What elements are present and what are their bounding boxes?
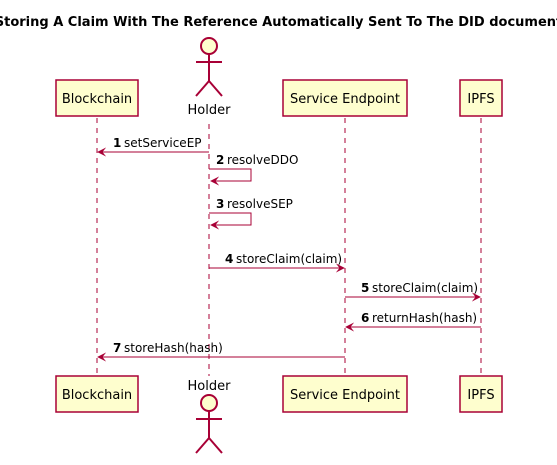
message-number: 7 (113, 341, 121, 355)
participant-box (55, 375, 139, 413)
lifelines (96, 118, 482, 376)
participant-box (282, 79, 408, 117)
message-number: 4 (225, 252, 233, 266)
actor-holder-top: Holder (188, 37, 232, 118)
actor-figure-icon (195, 37, 223, 97)
message-label: storeClaim(claim) (236, 252, 342, 266)
participant-bc-bottom: Blockchain (55, 375, 139, 413)
message-number: 3 (216, 197, 224, 211)
self-message-arrow (209, 212, 252, 230)
participants: BlockchainBlockchainHolderHolderService … (55, 37, 503, 454)
actor-figure-icon (195, 394, 223, 454)
participant-label: Service Endpoint (290, 388, 400, 403)
actor-label: Holder (188, 379, 232, 394)
participant-label: IPFS (467, 92, 494, 107)
participant-box (459, 375, 503, 413)
participant-box (55, 79, 139, 117)
participant-ipfs-bottom: IPFS (459, 375, 503, 413)
message-label: storeHash(hash) (124, 341, 223, 355)
participant-label: Blockchain (62, 92, 132, 107)
participant-ipfs-top: IPFS (459, 79, 503, 117)
message-label: resolveSEP (227, 197, 293, 211)
message-label: returnHash(hash) (372, 311, 477, 325)
participant-sep-top: Service Endpoint (282, 79, 408, 117)
participant-label: Service Endpoint (290, 92, 400, 107)
self-message-arrow (209, 168, 252, 186)
participant-box (282, 375, 408, 413)
message-number: 2 (216, 153, 224, 167)
message-label: resolveDDO (227, 153, 298, 167)
actor-label: Holder (188, 103, 232, 118)
participant-label: Blockchain (62, 388, 132, 403)
message-label: setServiceEP (124, 136, 202, 150)
message-label: storeClaim(claim) (372, 281, 478, 295)
participant-sep-bottom: Service Endpoint (282, 375, 408, 413)
participant-box (459, 79, 503, 117)
actor-holder-bottom: Holder (188, 379, 232, 454)
message-number: 1 (113, 136, 121, 150)
participant-bc-top: Blockchain (55, 79, 139, 117)
message-number: 6 (361, 311, 369, 325)
diagram-title: Storing A Claim With The Reference Autom… (0, 15, 557, 30)
message-number: 5 (361, 281, 369, 295)
participant-label: IPFS (467, 388, 494, 403)
